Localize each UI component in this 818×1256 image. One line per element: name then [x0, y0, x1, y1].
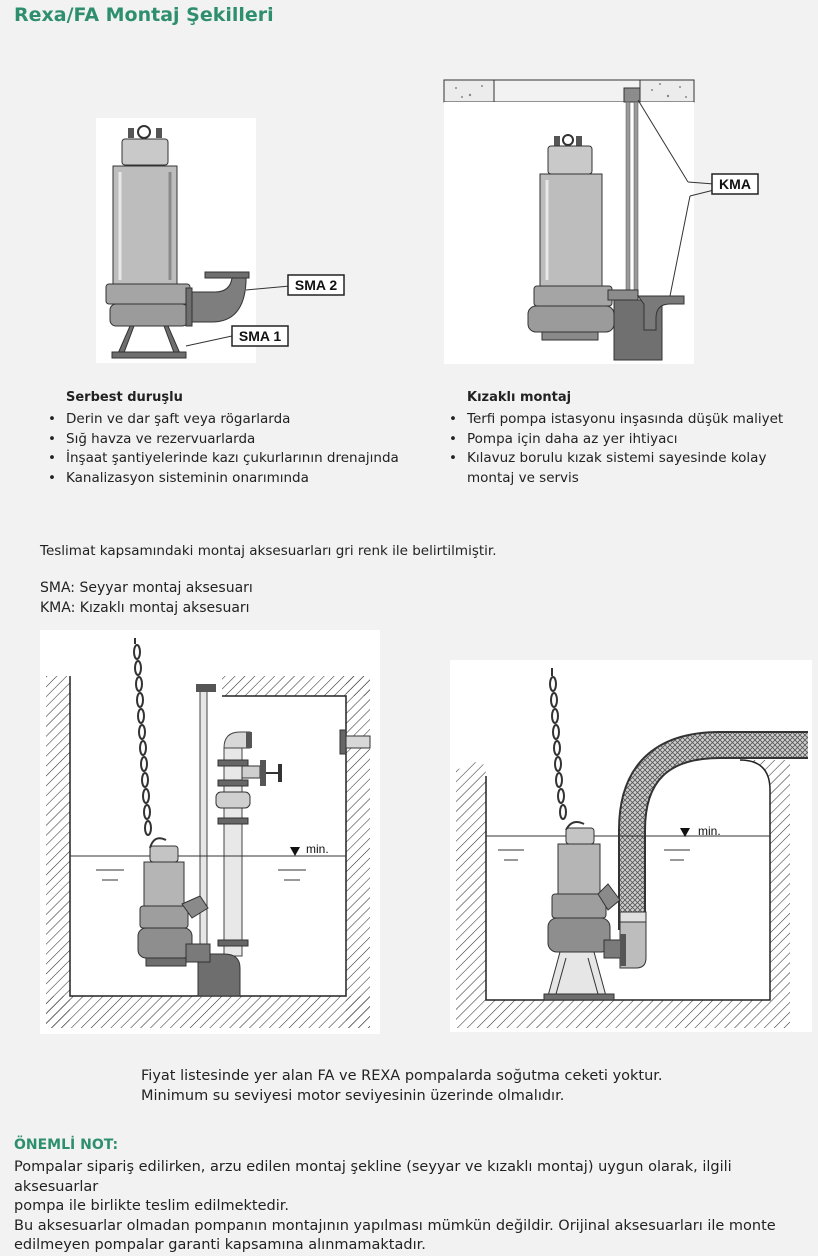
page-title: Rexa/FA Montaj Şekilleri	[14, 4, 274, 26]
kma-label: KMA	[719, 176, 751, 192]
sma2-label: SMA 2	[295, 277, 337, 293]
rail-mount-list: Terfi pompa istasyonu inşasında düşük ma…	[447, 410, 787, 488]
list-item: Sığ havza ve rezervuarlarda	[46, 430, 426, 450]
list-item: Kanalizasyon sisteminin onarımında	[46, 469, 426, 489]
rail-mount-pump-drawing: KMA	[443, 79, 759, 364]
important-note-title: ÖNEMLİ NOT:	[14, 1137, 119, 1153]
list-item: Derin ve dar şaft veya rögarlarda	[46, 410, 426, 430]
important-note-line: pompa ile birlikte teslim edilmektedir.	[14, 1198, 290, 1214]
important-note-line: Pompalar sipariş edilirken, arzu edilen …	[14, 1159, 732, 1195]
important-note-line: Bu aksesuarlar olmadan pompanın montajın…	[14, 1217, 776, 1234]
legend-kma: KMA: Kızaklı montaj aksesuarı	[40, 600, 250, 616]
free-standing-list: Derin ve dar şaft veya rögarlarda Sığ ha…	[46, 410, 426, 488]
list-item: Terfi pompa istasyonu inşasında düşük ma…	[447, 410, 787, 430]
min-level-label: min.	[698, 824, 721, 838]
min-level-note-line: Minimum su seviyesi motor seviyesinin üz…	[141, 1088, 565, 1104]
cooling-note-line: Fiyat listesinde yer alan FA ve REXA pom…	[141, 1068, 663, 1084]
sump-installation-drawing: min.	[40, 630, 380, 1034]
important-note-body: Pompalar sipariş edilirken, arzu edilen …	[14, 1158, 814, 1256]
sma1-label: SMA 1	[239, 328, 281, 344]
important-note-line: edilmeyen pompalar garanti kapsamına alı…	[14, 1237, 426, 1253]
free-standing-pump-drawing: SMA 2 SMA 1	[96, 118, 345, 363]
legend-sma: SMA: Seyyar montaj aksesuarı	[40, 580, 253, 596]
delivery-note: Teslimat kapsamındaki montaj aksesuarlar…	[40, 543, 497, 559]
hose-installation-drawing: min.	[450, 660, 812, 1032]
free-standing-heading: Serbest duruşlu	[66, 390, 183, 405]
min-level-label: min.	[306, 842, 329, 856]
list-item: İnşaat şantiyelerinde kazı çukurlarının …	[46, 449, 426, 469]
rail-mount-heading: Kızaklı montaj	[467, 390, 572, 405]
list-item: Pompa için daha az yer ihtiyacı	[447, 430, 787, 450]
list-item: Kılavuz borulu kızak sistemi sayesinde k…	[447, 449, 787, 488]
